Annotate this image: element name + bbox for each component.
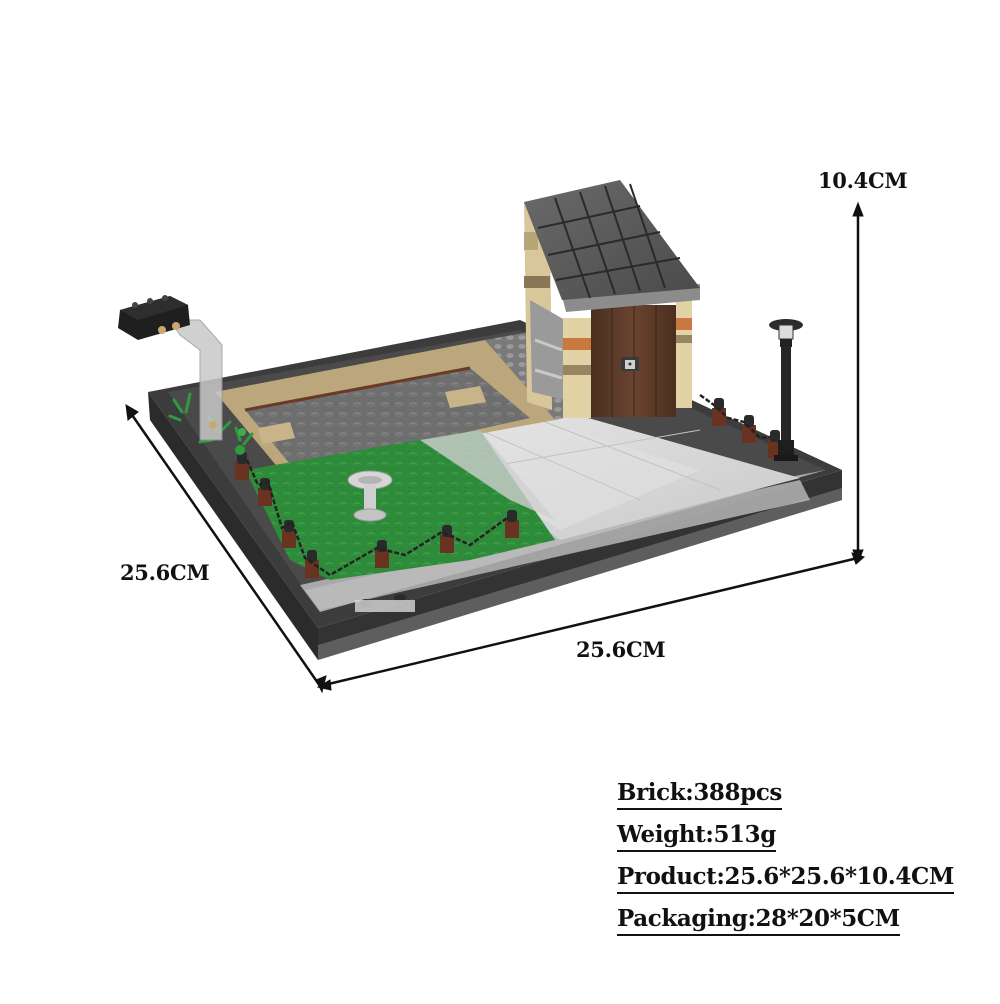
width-dimension-label: 25.6CM [576, 637, 666, 662]
shed [524, 180, 700, 418]
spec-product-size: Product:25.6*25.6*10.4CM [617, 862, 954, 894]
street-lamp [769, 319, 803, 461]
chain-fence [235, 393, 782, 578]
bird-bath [347, 470, 393, 522]
height-dimension-label: 10.4CM [818, 168, 908, 193]
spec-brick-count: Brick:388pcs [617, 778, 782, 810]
shed-roof [524, 180, 700, 300]
light-fixture [118, 295, 223, 441]
depth-dimension-label: 25.6CM [120, 560, 210, 585]
specs-list: Brick:388pcs Weight:513g Product:25.6*25… [617, 778, 954, 946]
spec-weight: Weight:513g [617, 820, 776, 852]
dimension-lines [125, 201, 865, 694]
spec-packaging-size: Packaging:28*20*5CM [617, 904, 900, 936]
